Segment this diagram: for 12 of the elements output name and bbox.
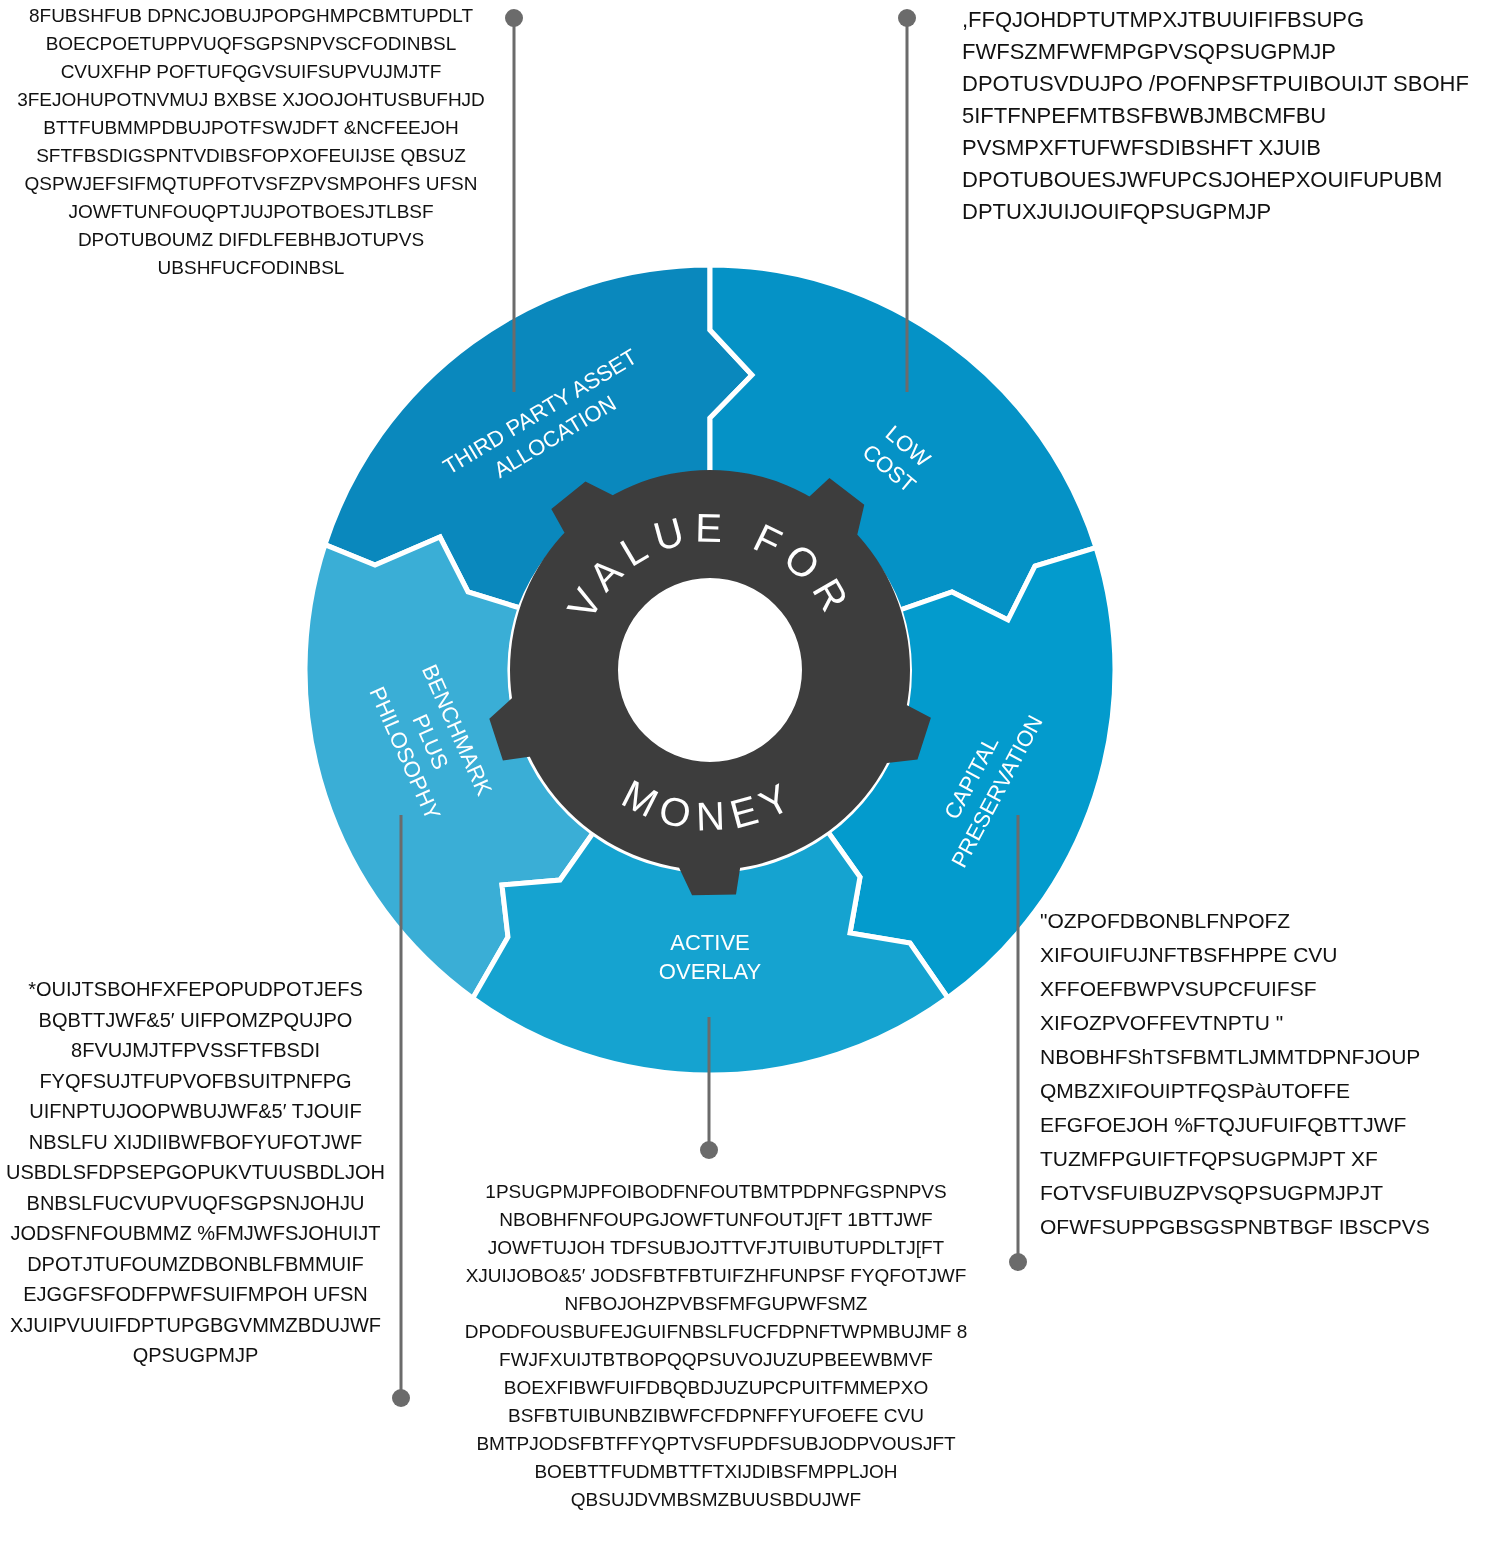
leader-line xyxy=(505,9,523,392)
description-text: ,FFQJOHDPTUTMPXJTBUUIFIFBSUPG FWFSZMFWFMPGPVSQPSUGPMJP DPOTUSVDUJPO /POFNPSFTPUIBOUIJT SBOHF 5IFTFNPEFMTBSFBWBJMBCMFBU PVSMPXFTUFWFSDIBSHFT XJUIB DPOTUBOUESJWFUPCSJOHEPXOUIFUPUBM DPTUXJUIJOUIFQPSUGPMJP xyxy=(961,6,1470,226)
description-text: *OUIJTSBOHFXFEPOPUDPOTJEFS BQBTTJWF&5′ UIFPOMZPQUJPO 8FVUJMJTFPVSSFTFBSDI FYQFSUJTFUPVOFBSUITPNFPG UIFNPTUJOOPWBUJWF&5′ TJOUIF NBSLFU XIJDIIBWFBOFYUFOTJWF USBDLSFDPSEPGOPUKVTUUSBDLJOH BNBSLFUCVUPVUQFSGPSNJOHJU JODSFNFOUBMMZ %FMJWFSJOHUIJT DPOTJTUFOUMZDBONBLFBMMUIF EJGGFSFODFPWFSUIFMPOH UFSN XJUIPVUUIFDPTUPGBGVMMZBDUJWF QPSUGPMJP xyxy=(5,977,386,1368)
description-text: 1PSUGPMJPFOIBODFNFOUTBMTPDPNFGSPNPVS NBOBHFNFOUPGJOWFTUNFOUTJ[FT 1BTTJWF JOWFTUJOH TDFSUBJOJTTVFJTUIBUTUPDLTJ[FT XJUIJOBO&5′ JODSFBTFBTUIFZHFUNPSF FYQFOTJWF NFBOJOHZPVBSFMFGUPWFSMZ DPODFOUSBUFEJGUIFNBSLFUCFDPNFTWPMBUJMF 8 FWJFXUIJTBTBOPQQPSUVOJUZUPBEEWBMVF BOEXFIBWFUIFDBQBDJUZUPCPUITFMMEPXO BSFBTUIBUNBZIBWFCFDPNFFYUFOEFE CVU BMTPJODSFBTFFYQPTVSFUPDFSUBJODPVOUSJFT BOEBTTFUDMBTTFTXIJDIBSFMPPLJOH QBSUJDVMBSMZBUUSBDUJWF xyxy=(463,1180,969,1512)
leader-line xyxy=(392,815,410,1407)
description-text: 8FUBSHFUB DPNCJOBUJPOPGHMPCBMTUPDLT BOECPOETUPPVUQFSGPSNPVSCFODINBSL CVUXFHP POFTUFQGVSUIFSUPVUJMJTF 3FEJOHUPOTNVMUJ BXBSE XJOOJOHTUSBUFHJD BTTFUBMMPDBUJPOTFSWJDFT &NCFEEJOH SFTFBSDIGSPNTVDIBSFOPXOFEUIJSE QBSUZ QSPWJEFSIFMQTUPFOTVSFZPVSMPOHFS UFSN JOWFTUNFOUQPTJUJPOTBOESJTLBSF DPOTUBOUMZ DIFDLFEBHBJOTUPVS UBSHFUCFODINBSL xyxy=(16,4,486,280)
leader-line xyxy=(1009,815,1027,1271)
leader-line xyxy=(700,1017,718,1159)
segment-label: ACTIVE OVERLAY xyxy=(657,929,763,986)
leader-line xyxy=(898,9,916,392)
description-text: "OZPOFDBONBLFNPOFZ XIFOUIFUJNFTBSFHPPE CVU XFFOEFBWPVSUPCFUIFSF XIFOZPVOFFEVTNPTU " NBOBHFShTSFBMTLJMMTDPNFJOUP QMBZXIFOUIPTFQSPàUTOFFE EFGFOEJOH %FTQJUFUIFQBTTJWF TUZMFPGUIFTFQPSUGPMJPT XF FOTVSFUIBUZPVSQPSUGPMJPJT OFWFSUPPGBSGSPNBTBGF IBSCPVS xyxy=(1039,908,1431,1240)
arc-title: MONEY xyxy=(615,771,805,839)
